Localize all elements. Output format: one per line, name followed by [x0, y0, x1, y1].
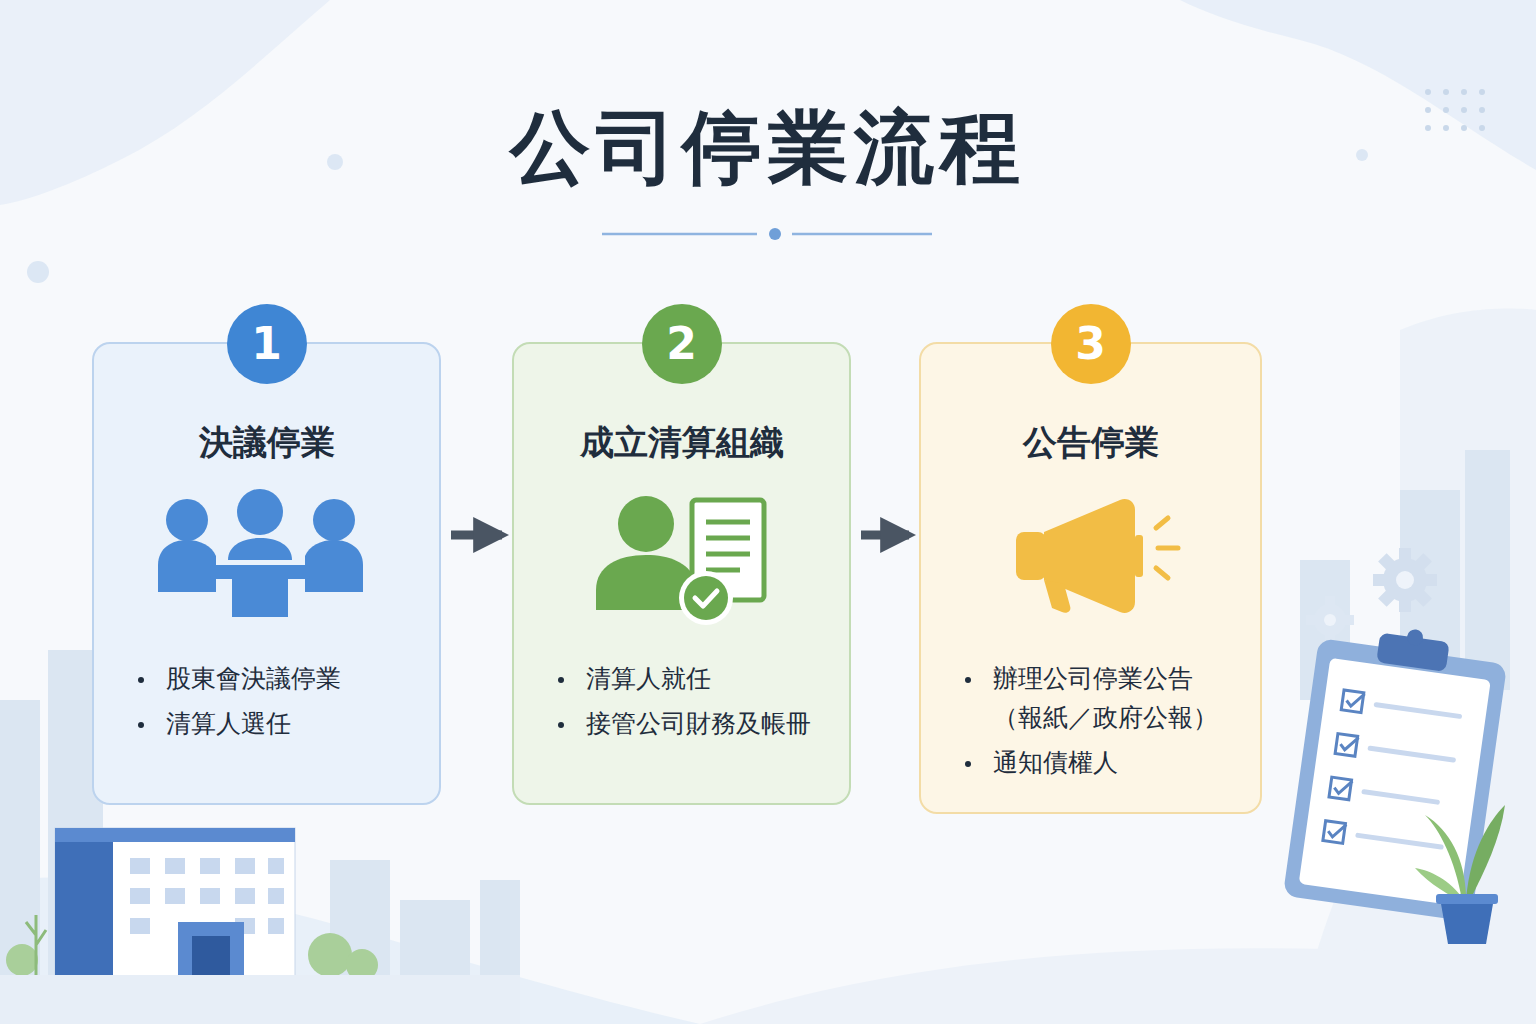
step-number: 2 [666, 322, 697, 366]
flow-arrow [451, 531, 502, 540]
step-number: 3 [1075, 322, 1106, 366]
step-bullet: 辦理公司停業公告 （報紙／政府公報） [959, 660, 1225, 738]
flow-arrow [861, 531, 909, 540]
step-heading: 公告停業 [945, 420, 1236, 464]
step-bullet: 接管公司財務及帳冊 [552, 705, 825, 744]
step-badge: 1 [227, 304, 307, 384]
step-bullet: 股東會決議停業 [132, 660, 415, 699]
step-badge: 3 [1051, 304, 1131, 384]
step-heading: 決議停業 [118, 420, 415, 464]
step-card: 2成立清算組織清算人就任接管公司財務及帳冊 [512, 342, 851, 805]
step-bullet: 通知債權人 [959, 744, 1225, 783]
step-bullet: 清算人就任 [552, 660, 825, 699]
step-card: 1決議停業股東會決議停業清算人選任 [92, 342, 441, 805]
step-card: 3公告停業辦理公司停業公告 （報紙／政府公報）通知債權人 [919, 342, 1262, 814]
step-number: 1 [251, 322, 282, 366]
step-badge: 2 [642, 304, 722, 384]
step-heading: 成立清算組織 [538, 420, 825, 464]
diagram-title: 公司停業流程 [0, 95, 1536, 203]
step-bullet: 清算人選任 [132, 705, 415, 744]
